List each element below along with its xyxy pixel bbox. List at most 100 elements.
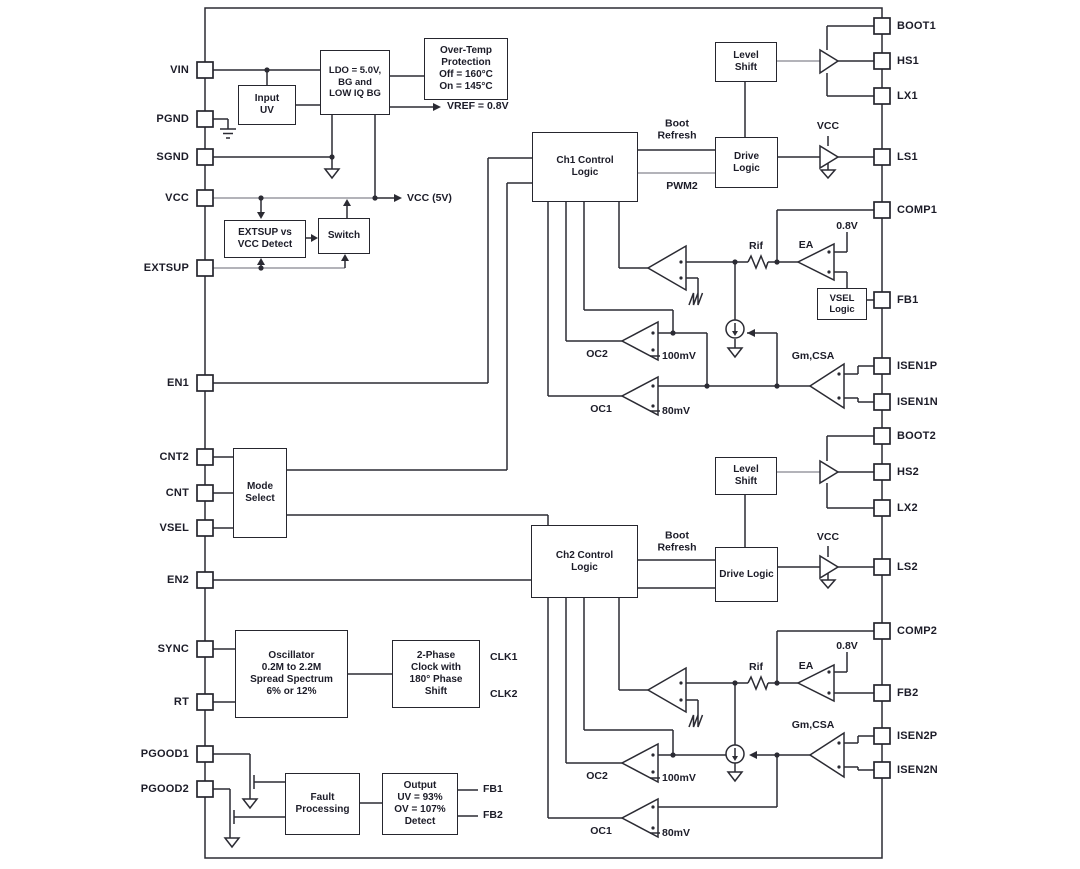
label-rif-2: Rif (749, 661, 763, 674)
pin-pgood2 (196, 780, 214, 798)
pin-cnt (196, 484, 214, 502)
pin-label-isen2p: ISEN2P (897, 729, 938, 742)
pin-label-comp2: COMP2 (897, 624, 938, 637)
pin-label-vcc: VCC (165, 191, 189, 204)
pin-vcc (196, 189, 214, 207)
sawtooth-icon-1 (688, 292, 704, 306)
pin-hs1 (873, 52, 891, 70)
pin-label-ls2: LS2 (897, 560, 918, 573)
label-oc1-1: OC1 (590, 403, 612, 416)
pin-isen2n (873, 761, 891, 779)
label-vref: VREF = 0.8V (447, 100, 509, 113)
oc2-comparator-ch2 (620, 742, 659, 784)
block-oscillator: Oscillator 0.2M to 2.2M Spread Spectrum … (235, 630, 348, 718)
pin-boot2 (873, 427, 891, 445)
block-two-phase-clock: 2-Phase Clock with 180° Phase Shift (392, 640, 480, 708)
arrowheads (257, 103, 757, 759)
pin-label-extsup: EXTSUP (143, 261, 189, 274)
label-fb2-out: FB2 (483, 809, 503, 822)
pwm-comparator-ch2 (646, 666, 687, 714)
block-switch: Switch (318, 218, 370, 254)
hs-driver-ch2 (819, 459, 840, 485)
pin-label-cnt2: CNT2 (159, 450, 189, 463)
pin-label-pgood1: PGOOD1 (140, 747, 189, 760)
pin-pgnd (196, 110, 214, 128)
label-rif-1: Rif (749, 240, 763, 253)
ground-ls-driver-2 (819, 579, 837, 590)
pin-label-fb1: FB1 (897, 293, 919, 306)
pin-label-hs2: HS2 (897, 465, 919, 478)
oc2-comparator-ch1 (620, 320, 659, 362)
extsup-detect-arrow (257, 258, 265, 265)
pin-en1 (196, 374, 214, 392)
label-boot-refresh-1: Boot Refresh (657, 117, 697, 141)
current-source-ch1 (725, 319, 745, 339)
label-oc1-2: OC1 (590, 825, 612, 838)
ground-cs1 (726, 347, 744, 359)
label-clk1: CLK1 (490, 651, 518, 664)
pin-layer (196, 17, 891, 798)
block-ch2-control-logic: Ch2 Control Logic (531, 525, 638, 598)
label-ref-0v8-1: 0.8V (836, 220, 858, 233)
oc1-comparator-ch1 (620, 375, 659, 417)
label-100mv-2: 100mV (662, 772, 696, 785)
pin-ls1 (873, 148, 891, 166)
pwm-comparator-ch1 (646, 244, 687, 292)
cs1-feed-arrow (747, 329, 755, 337)
block-over-temp-protection: Over-Temp Protection Off = 160°C On = 14… (424, 38, 508, 100)
error-amplifier-ch1 (796, 242, 835, 282)
ground-symbols (223, 168, 837, 849)
pin-label-isen1p: ISEN1P (897, 359, 938, 372)
ground-pgood2-fet (223, 837, 241, 849)
block-output-uv-ov-detect: Output UV = 93% OV = 107% Detect (382, 773, 458, 835)
ground-sgnd (323, 168, 341, 180)
block-input-uv: Input UV (238, 85, 296, 125)
detect-switch-arrow (311, 234, 318, 242)
resistor-rif-1 (747, 254, 769, 271)
sawtooth-icon-2 (688, 714, 704, 728)
pin-label-ls1: LS1 (897, 150, 918, 163)
current-source-ch2 (725, 744, 745, 764)
block-fault-processing: Fault Processing (285, 773, 360, 835)
pin-label-sgnd: SGND (156, 150, 189, 163)
pin-label-lx1: LX1 (897, 89, 918, 102)
pin-boot1 (873, 17, 891, 35)
ls-driver-ch2 (819, 554, 840, 580)
hs-driver-ch1 (819, 48, 840, 75)
pin-label-vin: VIN (170, 63, 189, 76)
pin-isen1n (873, 393, 891, 411)
label-ea-1: EA (798, 239, 814, 252)
pin-lx1 (873, 87, 891, 105)
offset-ticks (650, 355, 660, 834)
wire-layer (213, 25, 874, 838)
pin-label-fb2: FB2 (897, 686, 919, 699)
junction-dots (258, 67, 780, 758)
pin-label-comp1: COMP1 (897, 203, 938, 216)
pin-label-vsel: VSEL (159, 521, 189, 534)
pin-label-en1: EN1 (167, 376, 189, 389)
resistor-rif-2 (747, 675, 769, 692)
pin-isen1p (873, 357, 891, 375)
vref-arrow (433, 103, 441, 111)
amp-input-marks (651, 250, 841, 830)
ground-cs2 (726, 771, 744, 783)
pin-cnt2 (196, 448, 214, 466)
pin-extsup (196, 259, 214, 277)
ground-ls-driver-1 (819, 169, 837, 180)
block-level-shift-1: Level Shift (715, 42, 777, 82)
switch-vcc-arrow (343, 199, 351, 206)
cs2-feed-arrow (749, 751, 757, 759)
pin-label-boot2: BOOT2 (897, 429, 936, 442)
pin-label-cnt: CNT (165, 486, 189, 499)
pin-sync (196, 640, 214, 658)
label-gm-csa-1: Gm,CSA (791, 350, 835, 363)
pin-fb2 (873, 684, 891, 702)
pin-label-lx2: LX2 (897, 501, 918, 514)
pin-ls2 (873, 558, 891, 576)
amplifier-layer (620, 48, 845, 839)
pin-label-rt: RT (173, 695, 189, 708)
label-oc2-1: OC2 (586, 348, 608, 361)
label-ref-0v8-2: 0.8V (836, 640, 858, 653)
label-vcc-drv-1: VCC (816, 120, 840, 133)
